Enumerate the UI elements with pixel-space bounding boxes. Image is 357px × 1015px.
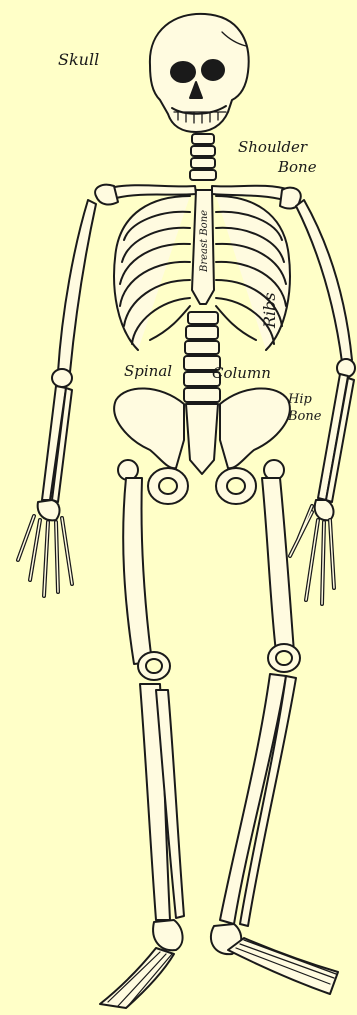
ribs-label: Ribs bbox=[262, 292, 278, 328]
skull-label: Skull bbox=[58, 52, 99, 68]
spinal-label: Spinal bbox=[124, 364, 172, 379]
left-arm-drawing bbox=[18, 200, 96, 596]
hip-bone-label-line1: Hip bbox=[288, 393, 312, 406]
skull-drawing bbox=[150, 14, 249, 132]
column-label: Column bbox=[212, 366, 271, 381]
shoulder-bone-label-line2: Bone bbox=[278, 160, 317, 175]
hip-bone-label-line2: Bone bbox=[288, 410, 321, 423]
neck-vertebrae-drawing bbox=[190, 134, 216, 180]
shoulder-bone-label-line1: Shoulder bbox=[238, 140, 307, 155]
spinal-column-drawing bbox=[184, 312, 220, 402]
breast-bone-label: Breast Bone bbox=[200, 210, 210, 272]
right-leg-drawing bbox=[211, 478, 338, 994]
left-leg-drawing bbox=[100, 478, 184, 1008]
